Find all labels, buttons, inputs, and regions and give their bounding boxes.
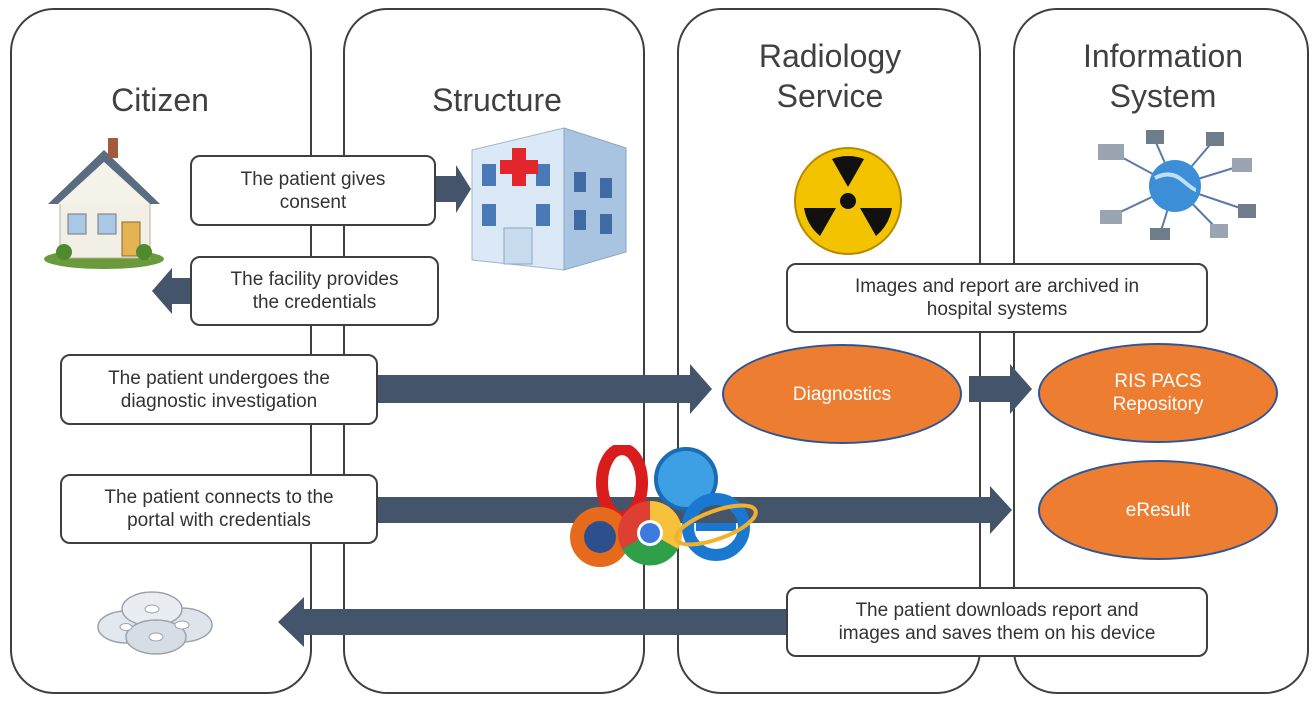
- arrow-investigation: [378, 364, 712, 414]
- arrow-download: [278, 597, 786, 647]
- node-eresult: eResult: [1038, 460, 1278, 560]
- discs-icon: [97, 591, 213, 655]
- arrow-credentials: [152, 268, 191, 314]
- browsers-icon: [570, 445, 758, 567]
- arrow-consent: [436, 165, 471, 213]
- lane-title-structure: Structure: [432, 82, 562, 118]
- radiation-icon: [794, 147, 902, 255]
- lane-structure: [343, 8, 645, 694]
- lane-title-citizen: Citizen: [111, 82, 209, 118]
- node-diagnostics: Diagnostics: [722, 344, 962, 444]
- network-icon: [1098, 130, 1256, 240]
- hospital-icon: [471, 127, 627, 271]
- arrow-diagnostics-ris: [969, 364, 1032, 414]
- lane-citizen: [10, 8, 312, 694]
- house-icon: [44, 138, 164, 269]
